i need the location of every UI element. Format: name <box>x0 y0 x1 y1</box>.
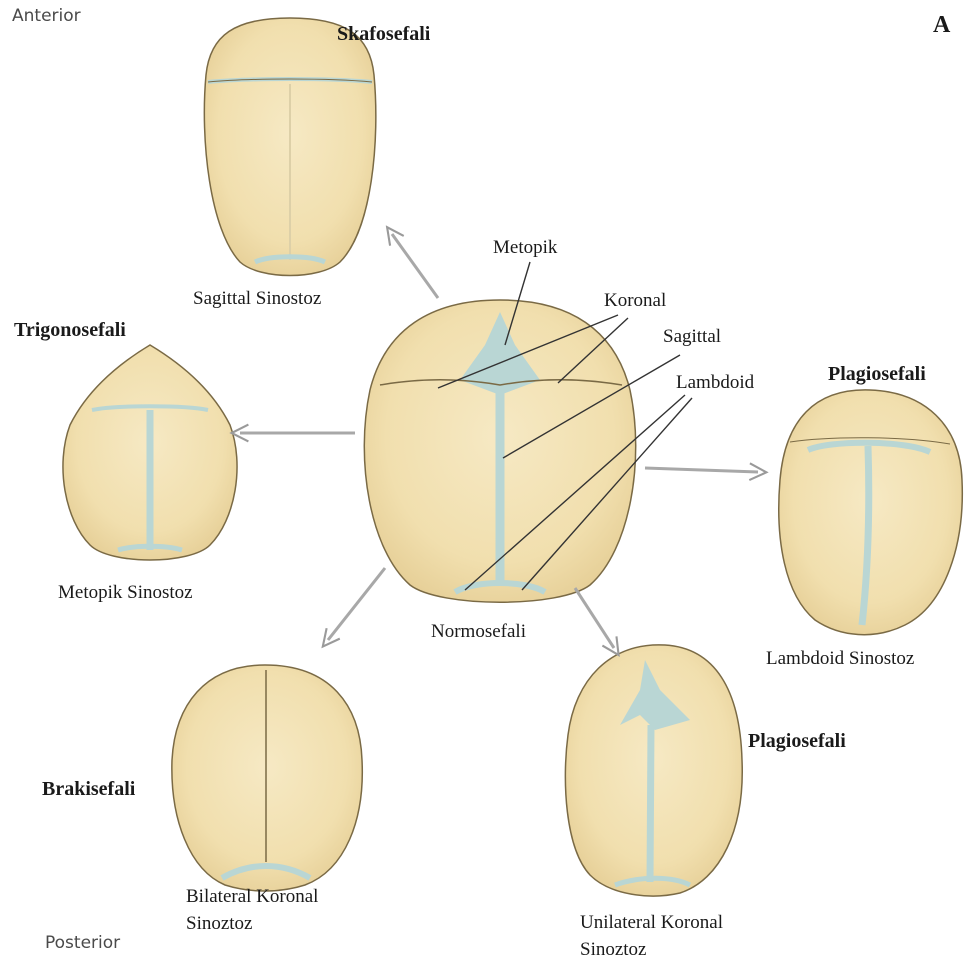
plagiosefali-koronal-title: Plagiosefali <box>748 729 846 753</box>
plagiosefali-lambdoid-title: Plagiosefali <box>828 362 926 386</box>
brakisefali-caption-line2: Sinoztoz <box>186 913 253 936</box>
arrow-to-plagiosefali-lambdoid <box>645 468 758 472</box>
skafosefali-title: Skafosefali <box>337 22 430 46</box>
panel-letter: A <box>933 12 950 39</box>
skafosefali-caption: Sagittal Sinostoz <box>193 288 321 311</box>
metopik-label: Metopik <box>493 237 557 260</box>
plagiosefali-lambdoid-caption: Lambdoid Sinostoz <box>766 648 914 671</box>
lambdoid-label: Lambdoid <box>676 372 754 395</box>
trigonosefali-skull <box>63 345 237 560</box>
koronal-label: Koronal <box>604 290 666 313</box>
plagiosefali-koronal-skull <box>565 645 742 896</box>
brakisefali-title: Brakisefali <box>42 777 135 801</box>
plagiosefali-lambdoid-skull <box>779 390 963 635</box>
plagiosefali-koronal-caption-line2: Sinoztoz <box>580 939 647 962</box>
brakisefali-caption-line1: Bilateral Koronal <box>186 886 318 909</box>
skafosefali-skull <box>204 18 376 276</box>
trigonosefali-caption: Metopik Sinostoz <box>58 582 193 605</box>
arrow-to-skafosefali <box>392 234 438 298</box>
normosefali-caption: Normosefali <box>431 621 526 644</box>
plagiosefali-koronal-caption-line1: Unilateral Koronal <box>580 912 723 935</box>
anterior-label: Anterior <box>12 6 81 26</box>
sagittal-label: Sagittal <box>663 326 721 349</box>
arrow-to-brakisefali <box>328 568 385 640</box>
brakisefali-skull <box>172 665 362 891</box>
normosefali-skull <box>364 300 635 602</box>
posterior-label: Posterior <box>45 933 120 953</box>
arrow-to-plagiosefali-koronal <box>575 588 614 648</box>
trigonosefali-title: Trigonosefali <box>14 318 126 342</box>
